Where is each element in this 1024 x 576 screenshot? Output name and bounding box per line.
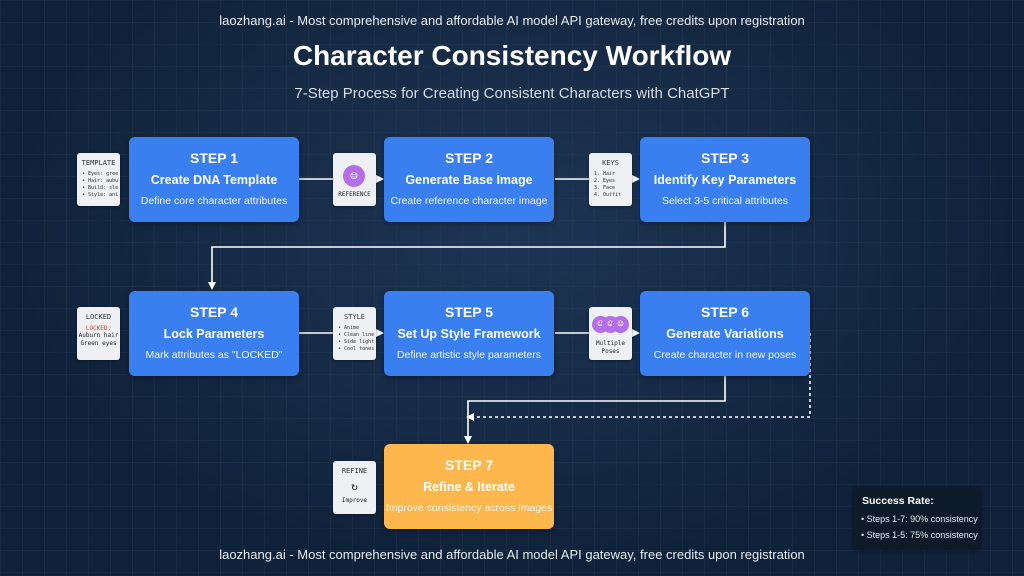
step-name: Identify Key Parameters — [653, 173, 797, 187]
locked-card-title: LOCKED — [85, 313, 112, 321]
locked-item: Green eyes — [80, 340, 117, 347]
success-rate-line: • Steps 1-5: 75% consistency — [861, 530, 978, 540]
template-item: • Eyes: gree — [82, 171, 119, 177]
step-description: Improve consistency across images — [385, 502, 553, 514]
style-item: • Clean line — [338, 332, 375, 338]
arrow-iterate-loop — [466, 333, 811, 421]
template-item: • Hair: aubu — [82, 178, 119, 184]
smiling-face-icon: ☺ — [343, 165, 365, 187]
arrow-step3-step4 — [208, 222, 726, 290]
refine-card-title: REFINE — [341, 467, 368, 475]
success-rate-line: • Steps 1-7: 90% consistency — [861, 514, 978, 524]
reference-card: ☺ REFERENCE — [333, 153, 376, 206]
refine-card: REFINE ↻ Improve — [333, 461, 376, 514]
step-description: Mark attributes as "LOCKED" — [145, 349, 283, 361]
success-rate-panel: Success Rate: • Steps 1-7: 90% consisten… — [853, 487, 981, 550]
smiling-face-icon: ☺ — [612, 316, 629, 333]
step-name: Generate Base Image — [405, 173, 533, 187]
step-label: STEP 1 — [190, 150, 238, 166]
keys-item: 2. Eyes — [594, 178, 616, 184]
step-label: STEP 4 — [190, 304, 238, 320]
step-7-box: STEP 7 Refine & Iterate Improve consiste… — [384, 444, 554, 529]
refresh-icon: ↻ — [351, 480, 358, 493]
step-6-box: STEP 6 Generate Variations Create charac… — [640, 291, 810, 376]
poses-label-line-1: Multiple — [596, 340, 625, 347]
step-description: Create character in new poses — [653, 349, 797, 361]
template-item: • Build: sle — [82, 185, 119, 191]
step-3-box: STEP 3 Identify Key Parameters Select 3-… — [640, 137, 810, 222]
step-label: STEP 6 — [701, 304, 749, 320]
bottom-banner: laozhang.ai - Most comprehensive and aff… — [219, 547, 805, 562]
locked-tag: LOCKED: — [85, 325, 112, 332]
reference-label: REFERENCE — [338, 191, 371, 198]
step-1-box: STEP 1 Create DNA Template Define core c… — [129, 137, 299, 222]
step-name: Lock Parameters — [163, 327, 265, 341]
template-item: • Style: ani — [82, 192, 119, 198]
keys-item: 4. Outfit — [594, 192, 622, 198]
style-card: STYLE • Anime • Clean line • Side light … — [333, 307, 376, 360]
page-title: Character Consistency Workflow — [292, 40, 732, 71]
style-item: • Side light — [338, 339, 375, 345]
style-item: • Cool tones — [338, 346, 375, 352]
page-subtitle: 7-Step Process for Creating Consistent C… — [294, 85, 730, 102]
keys-item: 3. Face — [594, 185, 616, 191]
style-card-title: STYLE — [343, 313, 366, 321]
step-4-box: STEP 4 Lock Parameters Mark attributes a… — [129, 291, 299, 376]
step-name: Set Up Style Framework — [397, 327, 541, 341]
top-banner: laozhang.ai - Most comprehensive and aff… — [219, 13, 805, 28]
step-description: Define core character attributes — [140, 195, 288, 207]
step-5-box: STEP 5 Set Up Style Framework Define art… — [384, 291, 554, 376]
arrow-step6-step7 — [464, 376, 726, 444]
step-name: Refine & Iterate — [423, 480, 515, 494]
style-item: • Anime — [338, 325, 360, 331]
locked-card: LOCKED LOCKED: Auburn hair Green eyes — [77, 307, 120, 360]
step-label: STEP 5 — [445, 304, 493, 320]
keys-item: 1. Hair — [594, 171, 616, 177]
poses-card: ☺ ☺ ☺ Multiple Poses — [589, 307, 632, 360]
keys-card: KEYS 1. Hair 2. Eyes 3. Face 4. Outfit — [589, 153, 632, 206]
step-description: Define artistic style parameters — [396, 349, 542, 361]
locked-item: Auburn hair — [78, 332, 119, 339]
step-description: Select 3-5 critical attributes — [661, 195, 789, 207]
step-2-box: STEP 2 Generate Base Image Create refere… — [384, 137, 554, 222]
success-rate-title: Success Rate: — [862, 495, 934, 507]
step-label: STEP 7 — [445, 457, 493, 473]
step-name: Generate Variations — [666, 327, 784, 341]
template-card-title: TEMPLATE — [81, 159, 116, 167]
template-card: TEMPLATE • Eyes: gree • Hair: aubu • Bui… — [77, 153, 120, 206]
step-label: STEP 3 — [701, 150, 749, 166]
refine-label: Improve — [341, 497, 368, 504]
poses-label-line-2: Poses — [601, 348, 620, 355]
step-name: Create DNA Template — [150, 173, 278, 187]
keys-card-title: KEYS — [602, 159, 619, 167]
step-description: Create reference character image — [390, 195, 548, 207]
step-label: STEP 2 — [445, 150, 493, 166]
